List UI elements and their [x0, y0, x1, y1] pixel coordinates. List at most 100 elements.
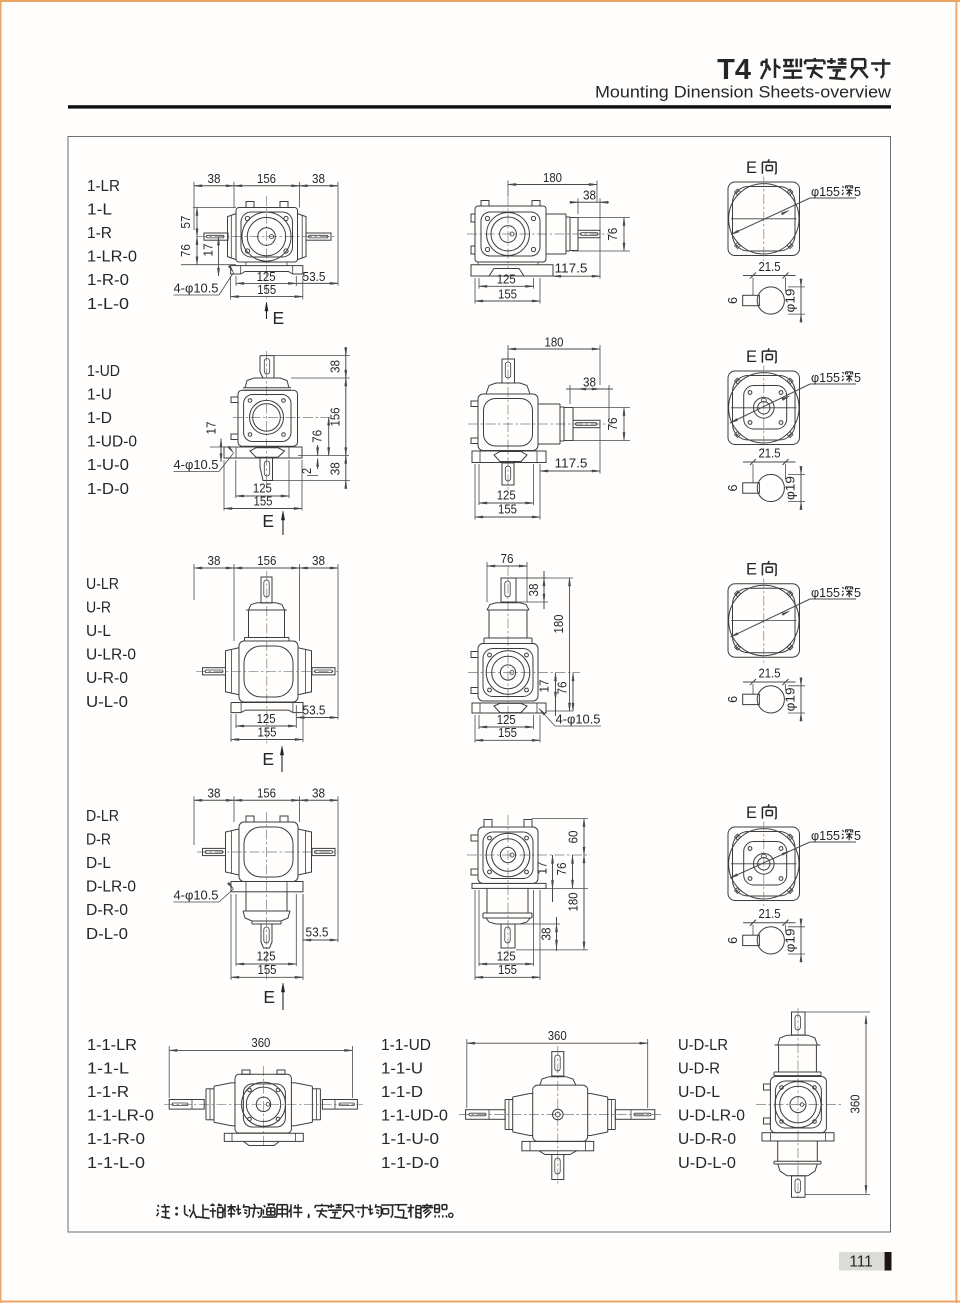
- svg-text:76: 76: [311, 430, 325, 443]
- svg-text:1-L: 1-L: [87, 202, 112, 219]
- svg-text:21.5: 21.5: [759, 667, 781, 681]
- svg-text:D-LR: D-LR: [86, 808, 119, 825]
- svg-text:17: 17: [538, 680, 552, 693]
- svg-text:60: 60: [567, 831, 581, 844]
- svg-text:53.5: 53.5: [303, 270, 326, 284]
- svg-text:U-LR-0: U-LR-0: [86, 647, 136, 664]
- svg-text:E: E: [746, 348, 757, 366]
- svg-text:155: 155: [498, 726, 517, 740]
- svg-text:180: 180: [543, 171, 562, 185]
- svg-text:6: 6: [726, 937, 740, 944]
- svg-text:1-1-L: 1-1-L: [87, 1061, 129, 1078]
- svg-text:1-1-LR: 1-1-LR: [87, 1037, 137, 1054]
- svg-text:125: 125: [253, 481, 272, 495]
- svg-text:4-φ10.5: 4-φ10.5: [174, 889, 219, 903]
- svg-text:φ155: φ155: [811, 829, 840, 843]
- svg-text:1-R-0: 1-R-0: [87, 272, 129, 289]
- svg-text:E: E: [746, 159, 757, 177]
- svg-text:38: 38: [312, 786, 325, 800]
- svg-text:φ155: φ155: [811, 586, 840, 600]
- svg-text:76: 76: [179, 244, 193, 257]
- svg-text:125: 125: [497, 713, 516, 727]
- svg-text:38: 38: [208, 172, 221, 186]
- svg-text:E: E: [263, 987, 275, 1007]
- svg-text:U-L: U-L: [86, 623, 111, 640]
- svg-text:155: 155: [257, 283, 276, 297]
- svg-text:155: 155: [498, 963, 517, 977]
- svg-text:U-L-0: U-L-0: [86, 694, 128, 711]
- svg-text:1-L-0: 1-L-0: [87, 296, 129, 313]
- svg-text:1-U: 1-U: [87, 387, 112, 404]
- svg-text:17: 17: [205, 422, 219, 435]
- svg-text:E: E: [746, 561, 757, 579]
- svg-text:38: 38: [329, 462, 343, 475]
- svg-text:4-φ10.5: 4-φ10.5: [556, 713, 601, 727]
- svg-text:φ19: φ19: [784, 928, 798, 952]
- svg-text:1-LR-0: 1-LR-0: [87, 249, 137, 266]
- svg-text:φ155: φ155: [811, 371, 840, 385]
- svg-text:38: 38: [583, 189, 596, 203]
- svg-text:1-U-0: 1-U-0: [87, 457, 129, 474]
- svg-text:180: 180: [567, 893, 581, 912]
- svg-text:1-D-0: 1-D-0: [87, 481, 129, 498]
- svg-text:53.5: 53.5: [303, 704, 326, 718]
- svg-text:1-1-L-0: 1-1-L-0: [87, 1155, 145, 1172]
- svg-text:180: 180: [552, 615, 566, 634]
- svg-text:2: 2: [300, 468, 314, 474]
- svg-text:U-D-L-0: U-D-L-0: [678, 1155, 736, 1172]
- svg-text:E: E: [746, 804, 757, 822]
- svg-text:1-D: 1-D: [87, 410, 112, 427]
- svg-text:Mounting Dinension Sheets-over: Mounting Dinension Sheets-overview: [595, 84, 891, 102]
- svg-text:21.5: 21.5: [759, 907, 781, 921]
- svg-text:38: 38: [540, 928, 554, 941]
- svg-text:1-1-D: 1-1-D: [381, 1084, 423, 1101]
- svg-text:360: 360: [548, 1029, 567, 1043]
- svg-text:E: E: [262, 749, 274, 769]
- svg-text:1-LR: 1-LR: [87, 178, 120, 195]
- svg-text:φ19: φ19: [784, 289, 798, 313]
- svg-text:U-D-LR-0: U-D-LR-0: [678, 1108, 745, 1125]
- svg-text:17: 17: [536, 862, 550, 875]
- svg-text:155: 155: [498, 502, 517, 516]
- svg-text:1-1-R: 1-1-R: [87, 1084, 129, 1101]
- svg-text:E: E: [273, 308, 285, 328]
- svg-text:1-1-U: 1-1-U: [381, 1061, 423, 1078]
- svg-text:125: 125: [497, 949, 516, 963]
- svg-text:φ19: φ19: [784, 476, 798, 500]
- svg-text:17: 17: [202, 244, 216, 257]
- svg-text:117.5: 117.5: [555, 262, 588, 276]
- svg-text:38: 38: [312, 172, 325, 186]
- svg-text:155: 155: [254, 494, 273, 508]
- svg-text:111: 111: [849, 1254, 873, 1271]
- svg-text:117.5: 117.5: [555, 456, 588, 470]
- svg-text:1-1-D-0: 1-1-D-0: [381, 1155, 439, 1172]
- svg-text:4-φ10.5: 4-φ10.5: [174, 282, 219, 296]
- svg-text:38: 38: [208, 786, 221, 800]
- svg-text:D-LR-0: D-LR-0: [86, 879, 136, 896]
- svg-text:38: 38: [208, 554, 221, 568]
- svg-text:76: 76: [555, 863, 569, 876]
- svg-text:U-D-R-0: U-D-R-0: [678, 1131, 736, 1148]
- svg-text:1-UD: 1-UD: [87, 363, 120, 380]
- svg-text:155: 155: [498, 287, 517, 301]
- svg-text:38: 38: [527, 584, 541, 597]
- svg-text:4-φ10.5: 4-φ10.5: [174, 458, 219, 472]
- svg-text:125: 125: [257, 270, 276, 284]
- svg-text:φ19: φ19: [784, 687, 798, 711]
- svg-text:76: 76: [556, 682, 570, 695]
- svg-text:1-1-UD-0: 1-1-UD-0: [381, 1108, 448, 1125]
- svg-text:D-L-0: D-L-0: [86, 926, 128, 943]
- svg-text:6: 6: [726, 696, 740, 703]
- svg-text:φ155: φ155: [811, 185, 840, 199]
- svg-text:D-L: D-L: [86, 855, 111, 872]
- svg-text:125: 125: [257, 949, 276, 963]
- svg-text:180: 180: [545, 335, 564, 349]
- svg-text:360: 360: [251, 1036, 270, 1050]
- svg-text:125: 125: [497, 488, 516, 502]
- svg-text:156: 156: [257, 554, 276, 568]
- svg-text:21.5: 21.5: [759, 260, 781, 274]
- svg-text:156: 156: [257, 172, 276, 186]
- svg-text:5: 5: [854, 829, 861, 843]
- svg-text:5: 5: [854, 371, 861, 385]
- svg-text:360: 360: [849, 1095, 863, 1114]
